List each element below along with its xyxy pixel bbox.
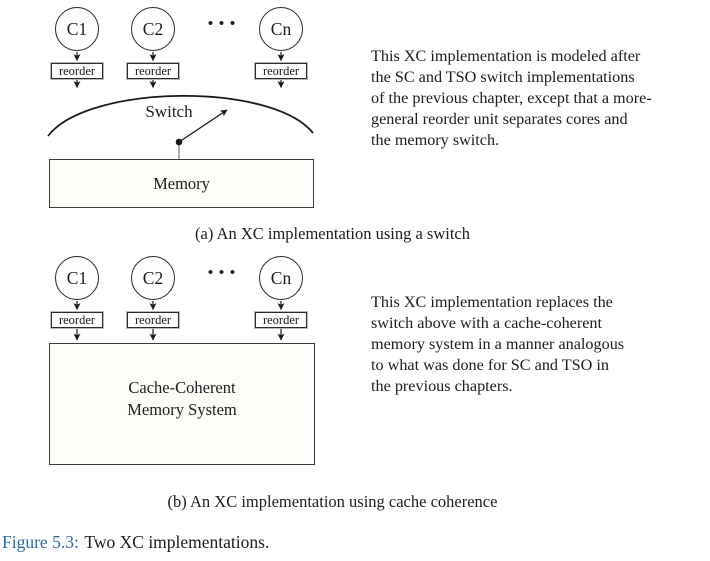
core-cn-label-a: Cn bbox=[270, 18, 292, 39]
core-c2-label-b: C2 bbox=[142, 267, 164, 288]
core-c1-circle-b: C1 bbox=[55, 256, 99, 300]
caption-b: (b) An XC implementation using cache coh… bbox=[167, 492, 498, 511]
figure-caption-text: Two XC implementations. bbox=[84, 532, 270, 552]
cache-coherent-memory-box: Cache-Coherent Memory System bbox=[49, 343, 315, 465]
core-c1-label-b: C1 bbox=[66, 267, 88, 288]
switch-arc bbox=[47, 94, 314, 137]
switch-pivot-dot bbox=[175, 138, 183, 146]
reorder-unit-n-b: reorder bbox=[254, 311, 308, 329]
core-cn-circle-a: Cn bbox=[259, 7, 303, 51]
cache-coherent-memory-label: Cache-Coherent Memory System bbox=[127, 378, 237, 419]
reorder-label: reorder bbox=[58, 63, 96, 78]
core-c2-label-a: C2 bbox=[142, 18, 164, 39]
memory-label: Memory bbox=[153, 173, 210, 193]
reorder-unit-1-b: reorder bbox=[50, 311, 104, 329]
diagram-a-arrows bbox=[73, 52, 285, 89]
core-c2-circle-a: C2 bbox=[131, 7, 175, 51]
core-cn-circle-b: Cn bbox=[259, 256, 303, 300]
core-c1-label-a: C1 bbox=[66, 18, 88, 39]
reorder-label: reorder bbox=[134, 63, 172, 78]
memory-box: Memory bbox=[49, 159, 314, 208]
reorder-label: reorder bbox=[134, 312, 172, 327]
switch-pointer-arrow bbox=[178, 109, 228, 143]
reorder-unit-2-a: reorder bbox=[126, 62, 180, 80]
description-a: This XC implementation is modeled after … bbox=[371, 47, 652, 149]
core-cn-label-b: Cn bbox=[270, 267, 292, 288]
figure-caption-label: Figure 5.3: bbox=[2, 532, 79, 552]
reorder-label: reorder bbox=[58, 312, 96, 327]
reorder-label: reorder bbox=[262, 63, 300, 78]
reorder-label: reorder bbox=[262, 312, 300, 327]
ellipsis-cores-b: • • • bbox=[207, 265, 237, 281]
caption-a: (a) An XC implementation using a switch bbox=[195, 224, 470, 243]
ellipsis-cores-a: • • • bbox=[207, 16, 237, 32]
switch-label: Switch bbox=[145, 102, 193, 121]
description-b: This XC implementation replaces the swit… bbox=[371, 293, 625, 395]
reorder-unit-2-b: reorder bbox=[126, 311, 180, 329]
core-c1-circle-a: C1 bbox=[55, 7, 99, 51]
reorder-unit-n-a: reorder bbox=[254, 62, 308, 80]
core-c2-circle-b: C2 bbox=[131, 256, 175, 300]
reorder-unit-1-a: reorder bbox=[50, 62, 104, 80]
diagram-b-arrows bbox=[73, 301, 285, 341]
figure-caption: Figure 5.3:Two XC implementations. bbox=[2, 532, 269, 553]
